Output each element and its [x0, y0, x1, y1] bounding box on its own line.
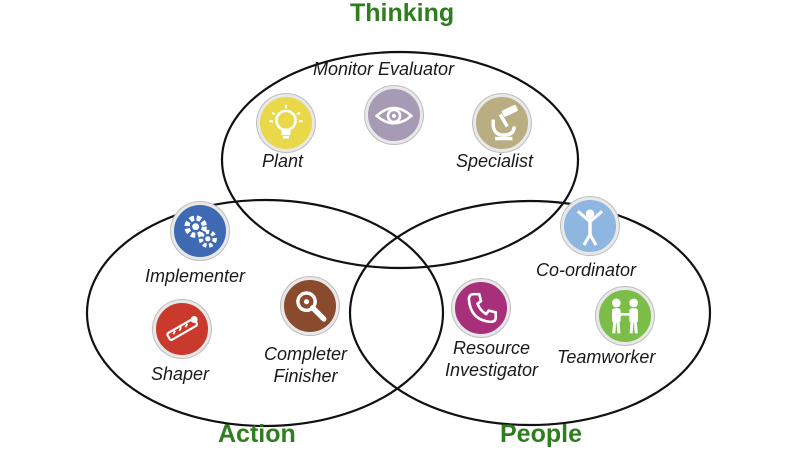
teamworker-label: Teamworker — [557, 347, 656, 367]
people-title: People — [500, 420, 582, 448]
telephone-icon — [452, 279, 510, 337]
co-ordinator-label: Co-ordinator — [536, 260, 637, 280]
microscope-icon — [473, 94, 531, 152]
completer-finisher-line1: Completer — [264, 344, 348, 364]
thinking-circle — [220, 50, 580, 270]
people-holding-hands-icon — [596, 287, 654, 345]
completer-finisher-label: Completer Finisher — [264, 343, 347, 387]
people-circle — [348, 199, 712, 427]
eye-icon — [365, 86, 423, 144]
shaper-label: Shaper — [151, 364, 210, 384]
thinking-title: Thinking — [350, 0, 455, 27]
gears-icon — [171, 202, 229, 260]
completer-finisher-line2: Finisher — [273, 366, 338, 386]
measuring-tape-icon — [153, 300, 211, 358]
monitor-evaluator-label: Monitor Evaluator — [313, 59, 455, 79]
resource-investigator-label: Resource Investigator — [445, 337, 538, 381]
person-arms-up-icon — [561, 197, 619, 255]
resource-investigator-line2: Investigator — [445, 360, 539, 380]
resource-investigator-line1: Resource — [453, 338, 531, 358]
magnifier-icon — [281, 277, 339, 335]
specialist-label: Specialist — [456, 151, 534, 171]
plant-label: Plant — [262, 151, 304, 171]
implementer-label: Implementer — [145, 266, 246, 286]
action-title: Action — [218, 420, 296, 448]
action-circle — [85, 198, 445, 428]
lightbulb-icon — [257, 94, 315, 152]
